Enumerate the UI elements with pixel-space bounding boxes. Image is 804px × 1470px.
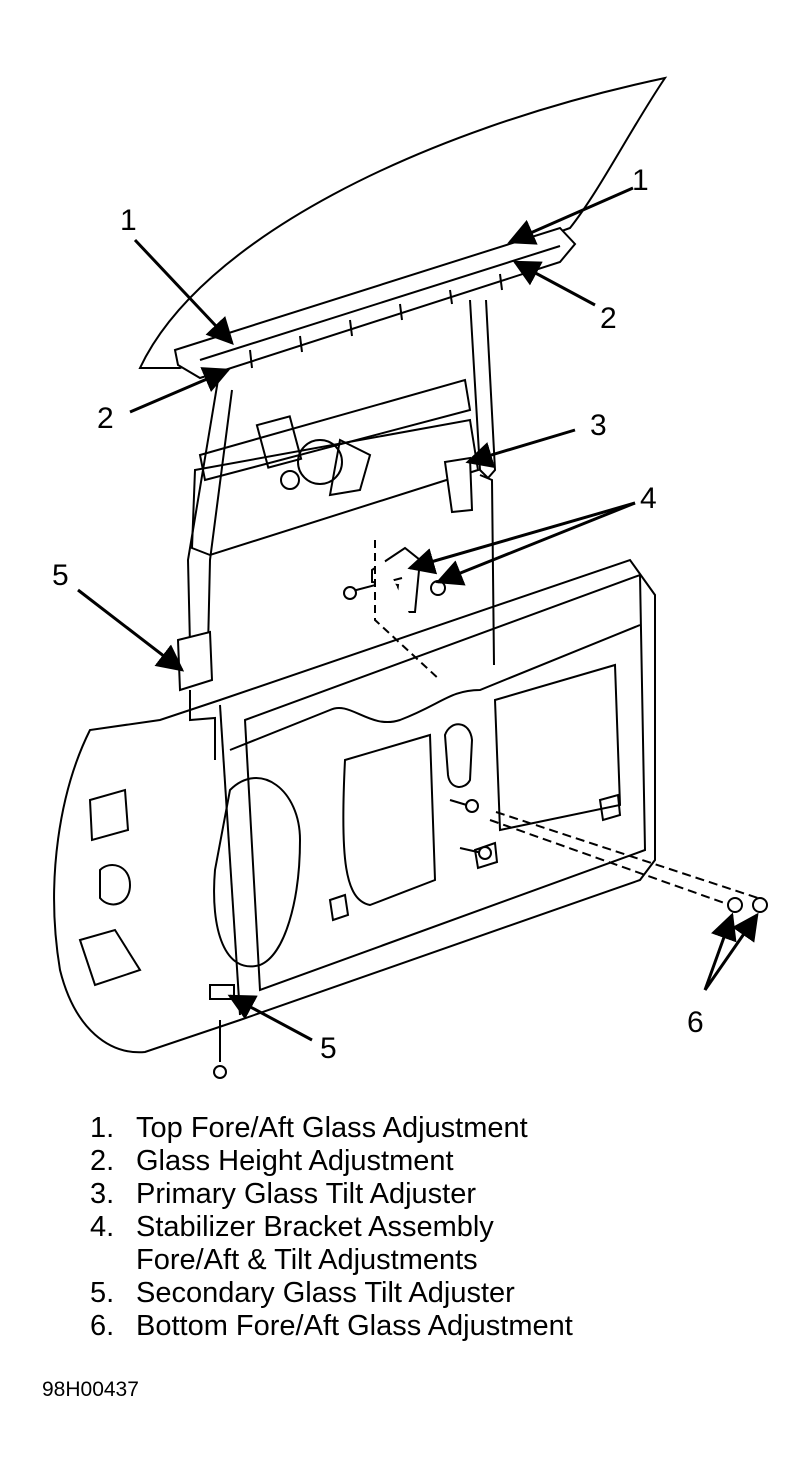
callout-5-top: 5 bbox=[52, 559, 69, 592]
door-inner-panel bbox=[53, 558, 656, 1054]
legend-text: Bottom Fore/Aft Glass Adjustment bbox=[136, 1310, 573, 1342]
callout-4: 4 bbox=[640, 482, 657, 515]
primary-tilt-adjuster-bracket bbox=[443, 456, 495, 666]
callout-6: 6 bbox=[687, 1006, 704, 1039]
legend-item-6: 6. Bottom Fore/Aft Glass Adjustment bbox=[90, 1310, 790, 1343]
leader-5-top bbox=[77, 588, 185, 672]
callout-leaders bbox=[77, 186, 759, 1042]
legend-number: 5. bbox=[90, 1277, 115, 1309]
leader-3 bbox=[465, 428, 576, 468]
legend: 1. Top Fore/Aft Glass Adjustment 2. Glas… bbox=[90, 1112, 790, 1343]
callout-2-left: 2 bbox=[97, 402, 114, 435]
callout-5-bottom: 5 bbox=[320, 1032, 337, 1065]
leader-4a bbox=[407, 501, 636, 575]
leader-6a bbox=[703, 912, 737, 991]
callout-1-left: 1 bbox=[120, 204, 137, 237]
legend-number: 2. bbox=[90, 1145, 115, 1177]
legend-number: 3. bbox=[90, 1178, 115, 1210]
legend-text: Secondary Glass Tilt Adjuster bbox=[136, 1277, 515, 1309]
legend-text: Top Fore/Aft Glass Adjustment bbox=[136, 1112, 528, 1144]
leader-1-left bbox=[133, 238, 234, 345]
callout-2-right: 2 bbox=[600, 302, 617, 335]
legend-item-4: 4. Stabilizer Bracket Assembly Fore/Aft … bbox=[90, 1211, 790, 1277]
legend-item-5: 5. Secondary Glass Tilt Adjuster bbox=[90, 1277, 790, 1310]
leader-5-bottom bbox=[227, 994, 313, 1042]
window-glass bbox=[138, 76, 668, 369]
legend-number: 4. bbox=[90, 1211, 115, 1243]
legend-item-1: 1. Top Fore/Aft Glass Adjustment bbox=[90, 1112, 790, 1145]
legend-text: Stabilizer Bracket Assembly Fore/Aft & T… bbox=[136, 1211, 494, 1276]
callout-3: 3 bbox=[590, 409, 607, 442]
legend-item-2: 2. Glass Height Adjustment bbox=[90, 1145, 790, 1178]
figure-id: 98H00437 bbox=[42, 1378, 139, 1401]
bottom-adjust-bolts bbox=[213, 799, 768, 1079]
secondary-tilt-adjuster bbox=[176, 630, 216, 760]
leader-2-right bbox=[512, 260, 596, 307]
leader-1-right bbox=[507, 186, 634, 245]
legend-text: Primary Glass Tilt Adjuster bbox=[136, 1178, 477, 1210]
door-glass-adjustment-diagram: 1 1 2 2 3 4 5 5 6 bbox=[52, 76, 768, 1079]
leader-6b bbox=[703, 912, 759, 991]
glass-channel bbox=[173, 226, 577, 380]
legend-item-3: 3. Primary Glass Tilt Adjuster bbox=[90, 1178, 790, 1211]
legend-number: 6. bbox=[90, 1310, 115, 1342]
window-regulator bbox=[186, 299, 497, 650]
legend-number: 1. bbox=[90, 1112, 115, 1144]
callout-1-right: 1 bbox=[632, 164, 649, 197]
leader-2-left bbox=[129, 367, 231, 414]
leader-4b bbox=[435, 501, 636, 586]
legend-text: Glass Height Adjustment bbox=[136, 1145, 454, 1177]
